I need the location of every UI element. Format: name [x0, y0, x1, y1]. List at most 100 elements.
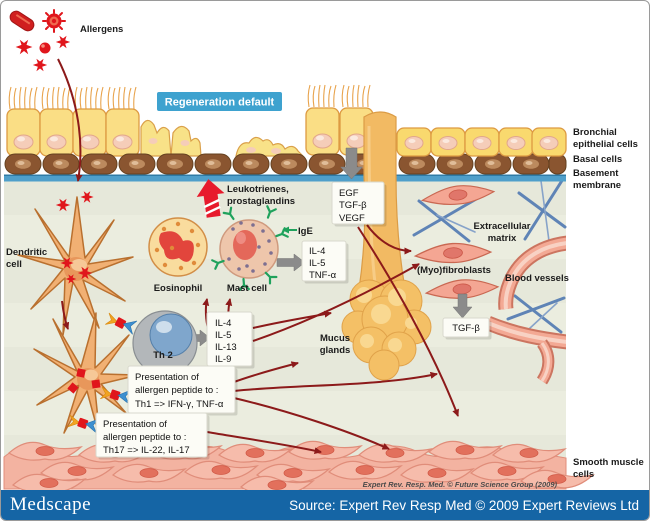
arrow-pres1-to-mucus — [233, 361, 299, 383]
pres1-line: Th1 => IFN-γ, TNF-α — [135, 399, 224, 410]
arrow-egf-to-fibroblast — [366, 224, 412, 255]
tgfb-label: TGF-β — [452, 323, 480, 334]
epithelial-cell — [6, 108, 41, 157]
epithelium-layer — [4, 84, 567, 182]
allergen-virus-icon — [42, 9, 66, 33]
allergen-cluster — [9, 9, 71, 72]
regeneration-default-badge — [157, 92, 282, 111]
regeneration-label: Regeneration default — [165, 97, 275, 109]
mast-cytokine: TNF-α — [309, 270, 337, 281]
allergen-star-icon — [32, 58, 48, 72]
egf-line: EGF — [339, 188, 359, 199]
epithelial-cell-flat — [430, 127, 466, 157]
epithelial-cell-flat — [498, 127, 534, 157]
egf-line: TGF-β — [339, 200, 367, 211]
arrow-pres1-to-vessels — [233, 371, 438, 392]
mast-cell — [211, 205, 297, 291]
blood-vessels — [485, 235, 566, 385]
tgfb-box — [442, 317, 490, 338]
allergen-star-icon — [15, 39, 33, 55]
figure-credit: Expert Rev. Resp. Med. © Future Science … — [363, 480, 558, 489]
th2-cell — [132, 310, 198, 376]
ige-arrow — [282, 226, 297, 234]
arrow-fibroblast-to-tgfb — [452, 293, 473, 319]
medscape-logo: Medscape — [10, 494, 92, 515]
arrow-pres2-to-muscle — [206, 431, 322, 455]
mast-cytokine-box — [301, 240, 347, 282]
signal-arrows — [57, 58, 459, 455]
leukotrienes-label-2: prostaglandins — [227, 196, 295, 207]
gray-arrows — [194, 147, 473, 347]
arrow-epithelium-to-egf — [339, 147, 364, 180]
blood-vessels-label: Blood vessels — [505, 273, 569, 284]
allergen-star-icon — [55, 35, 71, 49]
th2-cytokine: IL-9 — [215, 354, 231, 365]
smooth-muscle-label: Smooth muscle — [573, 457, 644, 468]
smooth-muscle-label-2: cells — [573, 469, 594, 480]
epithelial-cell — [105, 108, 140, 157]
arrow-allergen-entry — [57, 58, 83, 182]
myofibroblasts-label: (Myo)fibroblasts — [417, 265, 491, 276]
basement-membrane-label-2: membrane — [573, 180, 621, 191]
basement-membrane-label: Basement — [573, 168, 619, 179]
damaged-epithelium — [140, 119, 305, 157]
leukotrienes-label: Leukotrienes, — [227, 184, 289, 195]
presentation-box-2 — [95, 412, 208, 458]
source-attribution: Source: Expert Rev Resp Med © 2009 Exper… — [289, 497, 639, 513]
mast-cell-label: Mast cell — [227, 283, 267, 294]
arrow-leukotrienes — [196, 179, 225, 218]
arrow-egf-to-muscle — [357, 226, 459, 417]
th2-cytokine: IL-13 — [215, 342, 237, 353]
allergen-sphere-icon — [39, 42, 51, 54]
epithelial-cell — [39, 108, 74, 157]
dendritic-cell-label-2: cell — [6, 259, 22, 270]
mast-cytokine: IL-5 — [309, 258, 325, 269]
diagram-labels: Allergens Bronchial epithelial cells Bas… — [6, 24, 644, 489]
medscape-footer-bar: Medscape Source: Expert Rev Resp Med © 2… — [1, 490, 649, 520]
ecm-label-2: matrix — [488, 233, 517, 244]
epithelial-cell-flat — [464, 127, 500, 157]
basement-membrane — [4, 174, 566, 182]
epithelial-cell-flat — [396, 127, 432, 157]
mast-cytokine: IL-4 — [309, 246, 325, 257]
th2-label: Th 2 — [153, 350, 173, 361]
egf-box — [331, 181, 385, 225]
mucus-glands-label-2: glands — [320, 345, 351, 356]
eosinophil-label: Eosinophil — [154, 283, 203, 294]
allergens-label: Allergens — [80, 24, 123, 35]
epithelial-cell — [305, 107, 340, 156]
pres2-line: allergen peptide to : — [103, 432, 186, 443]
dendritic-cell-1 — [17, 196, 134, 336]
airway-remodeling-diagram: EGF TGF-β VEGF IL-4 IL-5 TNF-α IL-4 IL-5… — [3, 9, 644, 492]
bronchial-label-2: epithelial cells — [573, 139, 638, 150]
th2-cytokine: IL-5 — [215, 330, 231, 341]
arrow-il-to-mucus — [252, 310, 332, 329]
ecm-fiber-bundle-2 — [517, 177, 567, 242]
arrow-dc1-to-dc2 — [61, 300, 70, 330]
blood-vessel-1 — [498, 235, 566, 310]
pres1-line: Presentation of — [135, 372, 199, 383]
dendritic-cell-label: Dendritic — [6, 247, 47, 258]
pres2-line: Presentation of — [103, 419, 167, 430]
mucus-glands-label: Mucus — [320, 333, 350, 344]
basal-cells-label: Basal cells — [573, 154, 622, 165]
th2-cytokine: IL-4 — [215, 318, 231, 329]
ecm-fiber-bundle-3 — [506, 294, 566, 334]
bronchial-label: Bronchial — [573, 127, 617, 138]
ecm-label: Extracellular — [473, 221, 530, 232]
blood-vessel-2 — [485, 316, 566, 385]
info-boxes: EGF TGF-β VEGF IL-4 IL-5 TNF-α IL-4 IL-5… — [95, 92, 492, 460]
pres2-line: Th17 => IL-22, IL-17 — [103, 445, 190, 456]
dendritic-cell-2 — [33, 312, 139, 440]
arrow-pres1-to-muscle — [233, 397, 390, 450]
basal-cell-layer — [4, 153, 567, 175]
allergen-rod-icon — [9, 10, 35, 32]
ige-label: IgE — [298, 226, 313, 237]
eosinophil-cell — [148, 217, 208, 277]
epithelial-cell-flat — [531, 127, 567, 157]
ecm-fiber-bundle-1 — [412, 196, 480, 243]
arrow-il-to-fibroblast-zone — [252, 263, 420, 342]
ecm-fibers — [412, 177, 567, 334]
pres1-line: allergen peptide to : — [135, 385, 218, 396]
